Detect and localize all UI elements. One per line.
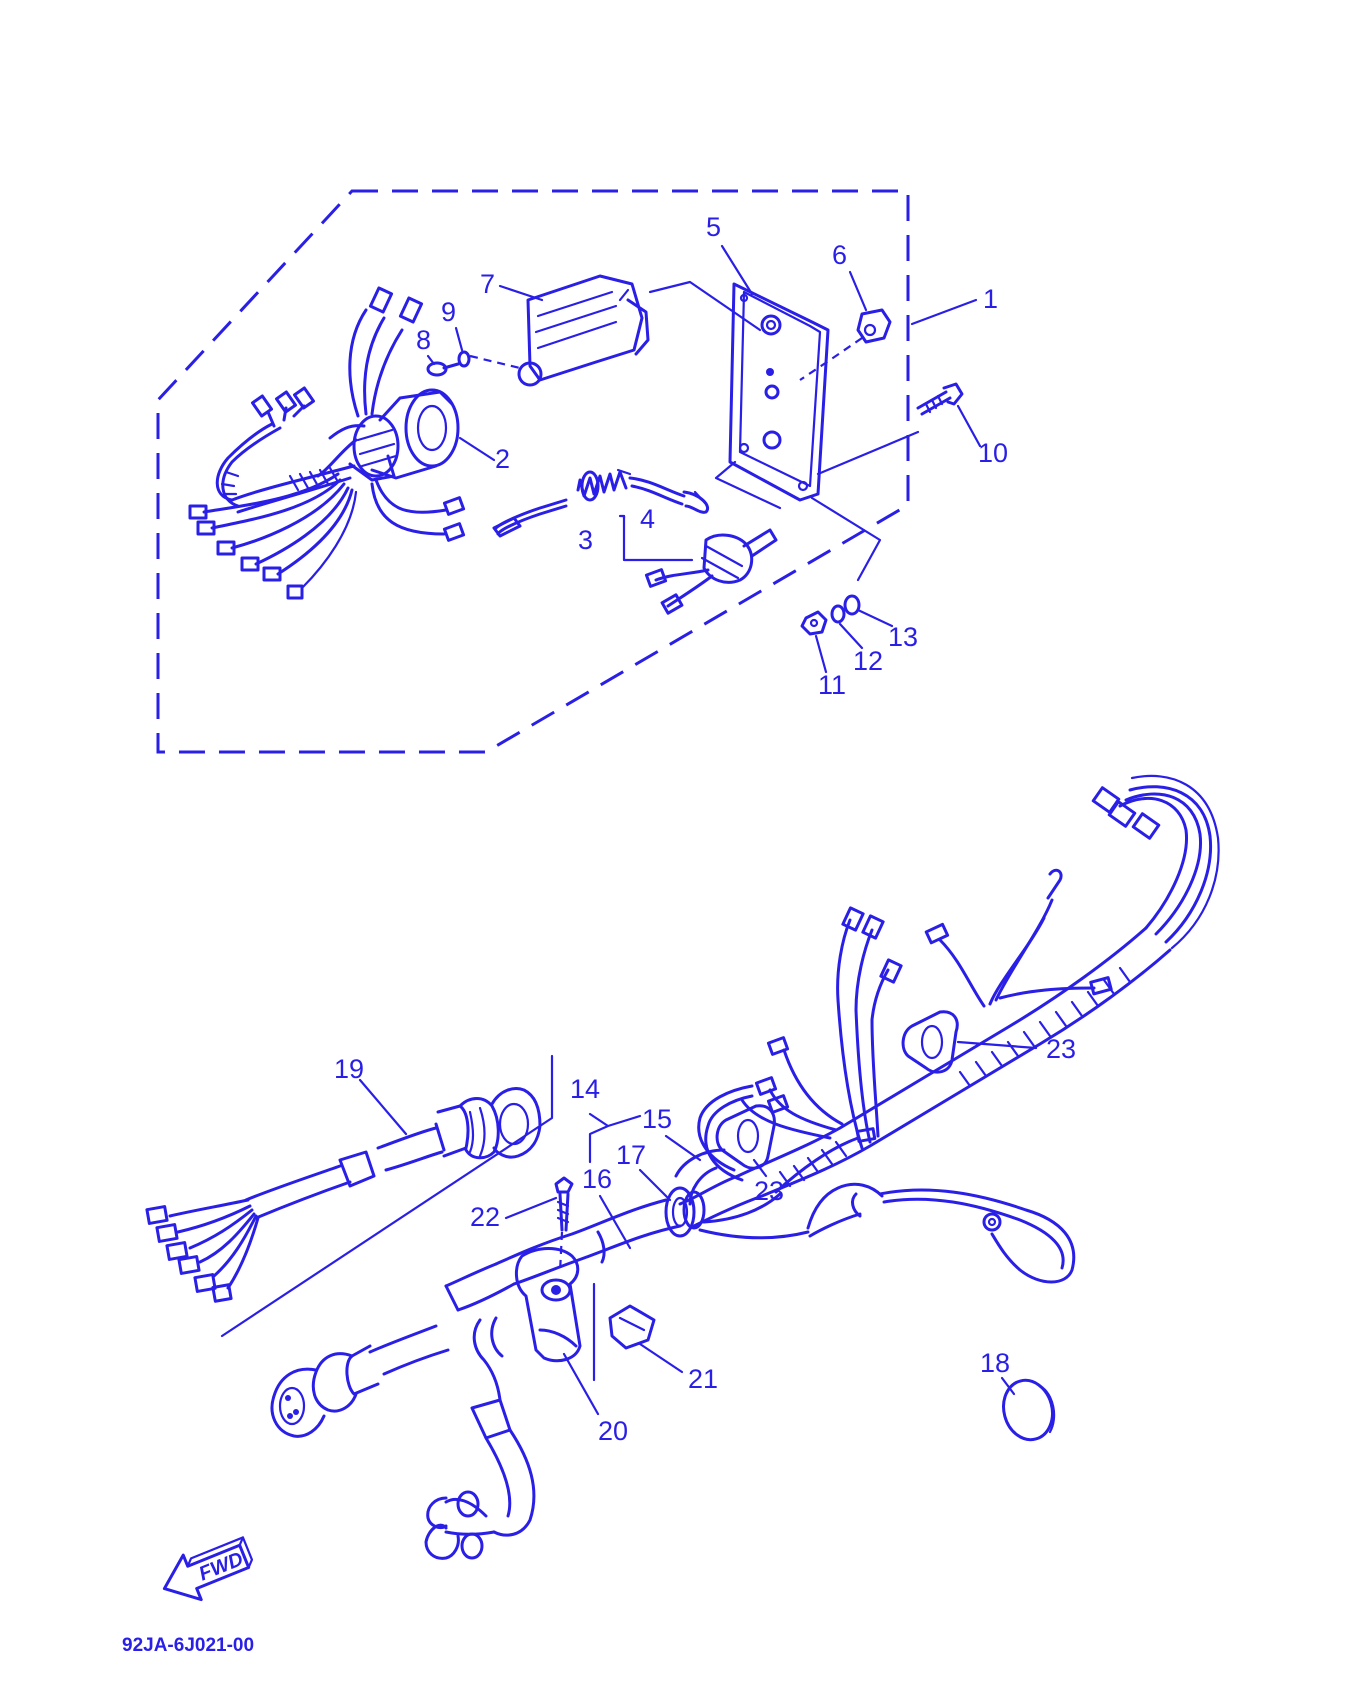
leader-7 <box>498 284 544 302</box>
leader-19 <box>358 1078 408 1136</box>
leader-16 <box>598 1194 632 1250</box>
harness-tube-16 <box>494 1186 706 1286</box>
label-14: 14 <box>570 1074 600 1104</box>
nut-11 <box>800 610 828 636</box>
screw-22 <box>554 1176 574 1232</box>
bracket-21 <box>608 1304 656 1350</box>
clamp-20 <box>515 1247 582 1363</box>
label-13: 13 <box>888 622 918 652</box>
leader-23-lower <box>752 1158 768 1178</box>
leader-1 <box>910 298 978 326</box>
fwd-arrow-icon: FWD <box>162 1536 254 1602</box>
main-wire-harness <box>678 774 1220 1228</box>
leader-6 <box>848 270 868 312</box>
label-16: 16 <box>582 1164 612 1194</box>
bracket-3-4 <box>618 514 694 562</box>
label-7: 7 <box>480 269 495 299</box>
leader-20 <box>562 1352 600 1416</box>
assembly-boundary <box>156 189 910 754</box>
leader-18 <box>1000 1376 1016 1396</box>
washer-12 <box>830 604 846 624</box>
label-2: 2 <box>495 444 510 474</box>
grommet-23-lower <box>715 1104 776 1170</box>
leader-12 <box>838 622 864 650</box>
leader-4 <box>693 490 707 505</box>
leader-5 <box>720 244 754 296</box>
label-5: 5 <box>706 212 721 242</box>
bolt-10 <box>916 382 964 416</box>
leader-8 <box>426 354 436 366</box>
leader-8-9 <box>469 354 521 370</box>
grommet-23-upper <box>901 1010 959 1074</box>
bracket-14 <box>588 1112 642 1164</box>
leader-2 <box>458 436 496 462</box>
label-18: 18 <box>980 1348 1010 1378</box>
label-21: 21 <box>688 1364 718 1394</box>
label-9: 9 <box>441 297 456 327</box>
label-10: 10 <box>978 438 1008 468</box>
label-8: 8 <box>416 325 431 355</box>
label-1: 1 <box>983 284 998 314</box>
label-12: 12 <box>853 646 883 676</box>
cap-18 <box>1002 1378 1056 1442</box>
leader-13 <box>856 608 894 628</box>
label-15: 15 <box>642 1104 672 1134</box>
emergency-switch-3 <box>644 528 778 615</box>
label-23-lower: 23 <box>754 1176 784 1206</box>
label-17: 17 <box>616 1140 646 1170</box>
leader-nuts <box>810 496 882 582</box>
bracket-19 <box>220 1054 554 1338</box>
label-11: 11 <box>818 670 846 700</box>
label-22: 22 <box>470 1202 500 1232</box>
leader-22-dash <box>558 1231 564 1273</box>
main-cable-lower <box>270 1262 516 1438</box>
leader-10 <box>956 404 982 448</box>
label-20: 20 <box>598 1416 628 1446</box>
leader-11 <box>814 634 828 674</box>
bracket-7 <box>517 274 650 387</box>
leader-panel-switch3 <box>714 460 782 510</box>
leader-17 <box>638 1168 672 1202</box>
harness-branch-15 <box>674 1127 1076 1284</box>
leader-15 <box>664 1134 702 1162</box>
leader-22 <box>504 1196 558 1220</box>
washer-13 <box>843 594 861 616</box>
leader-6-dash <box>799 337 863 381</box>
switch-panel <box>728 282 830 502</box>
battery-leads <box>424 1316 536 1560</box>
label-23-upper: 23 <box>1046 1034 1076 1064</box>
leader-9 <box>454 326 464 352</box>
screw-8 <box>426 361 460 377</box>
leader-7-panel <box>648 280 762 332</box>
clip-6 <box>856 308 892 344</box>
lanyard-4 <box>492 468 709 538</box>
leader-23-upper <box>956 1040 1038 1050</box>
leader-bolt-10 <box>816 430 920 476</box>
switch-harness <box>188 286 466 600</box>
leader-21 <box>638 1342 684 1374</box>
label-6: 6 <box>832 240 847 270</box>
washer-9 <box>457 350 471 368</box>
label-3: 3 <box>578 525 593 555</box>
label-4: 4 <box>640 504 655 534</box>
label-19: 19 <box>334 1054 364 1084</box>
drawing-code: 92JA-6J021-00 <box>122 1635 254 1656</box>
main-switch-2 <box>316 388 460 482</box>
